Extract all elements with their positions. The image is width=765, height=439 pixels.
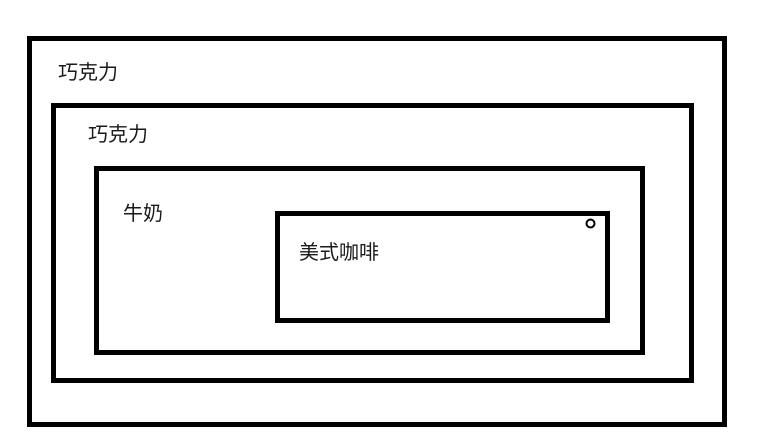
layer-label-second: 巧克力 (88, 122, 148, 146)
layer-label-inner: 美式咖啡 (299, 240, 379, 264)
layer-box-inner (275, 211, 610, 323)
layer-label-outer: 巧克力 (58, 60, 118, 84)
circle-dot-icon (585, 218, 596, 229)
layer-label-third: 牛奶 (123, 201, 163, 225)
